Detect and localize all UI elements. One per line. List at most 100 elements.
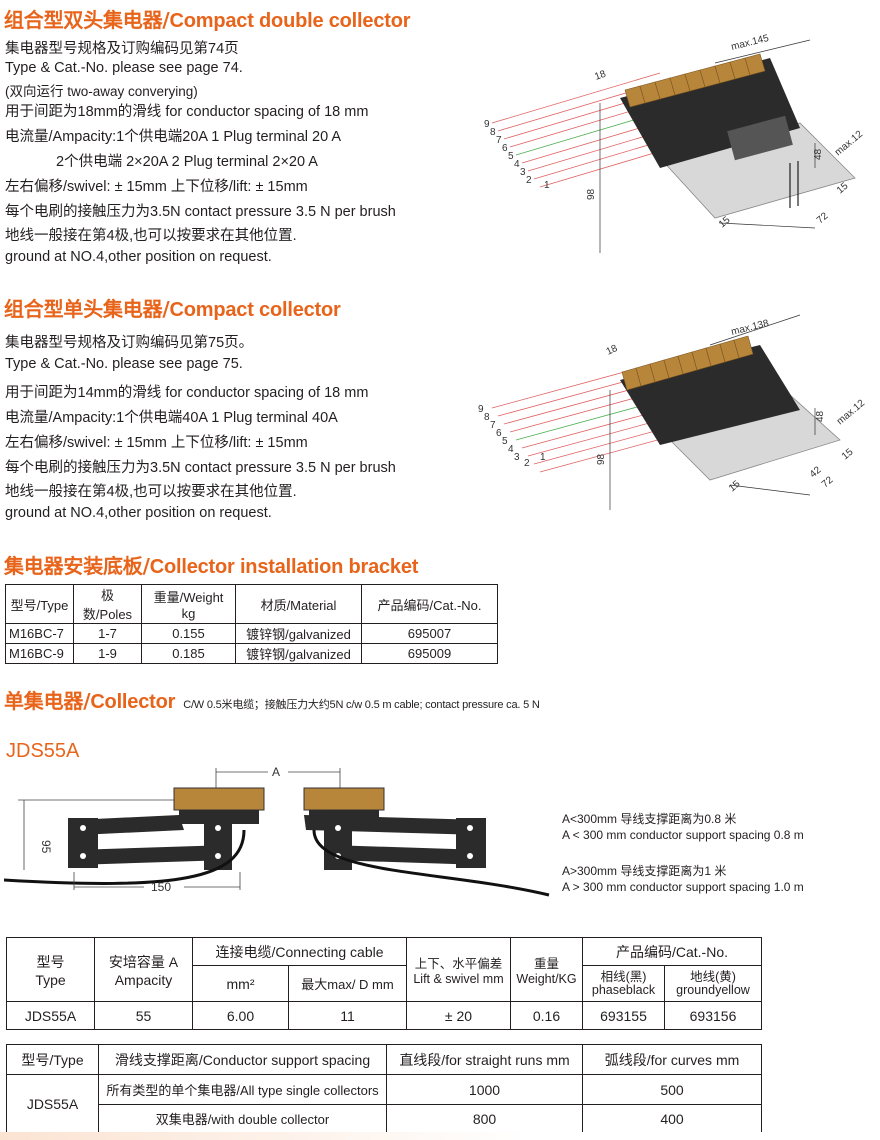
- table-cell: 800: [386, 1104, 583, 1133]
- table-cell: JDS55A: [6, 1001, 95, 1030]
- table-cell: 695007: [361, 623, 498, 644]
- header-type-en: Type: [35, 971, 66, 988]
- collector-note: C/W 0.5米电缆；接触压力大约5N c/w 0.5 m cable; con…: [183, 699, 540, 711]
- table-cell: 所有类型的单个集电器/All type single collectors: [98, 1074, 387, 1105]
- spacing-note: A<300mm 导线支撑距离为0.8 米: [562, 812, 737, 826]
- pole-label: 5: [508, 151, 514, 162]
- s1-line: (双向运行 two-away converying): [5, 84, 198, 99]
- pole-label: 4: [508, 444, 514, 455]
- bottom-band: [0, 1132, 880, 1140]
- table-row: M16BC-9 1-9 0.185 镀锌钢/galvanized 695009: [5, 643, 498, 664]
- compact-double-collector-drawing: 9 8 7 6 5 4 3 2 1 max.145 18 98: [484, 33, 865, 253]
- s1-line: 电流量/Ampacity:1个供电端20A 1 Plug terminal 20…: [5, 129, 342, 145]
- pole-label: 8: [490, 127, 496, 138]
- s2-line: Type & Cat.-No. please see page 75.: [5, 356, 243, 372]
- pole-label: 8: [484, 412, 490, 423]
- header-cell: 弧线段/for curves mm: [582, 1044, 762, 1075]
- header-lift-cn: 上下、水平偏差: [414, 957, 503, 971]
- table-header-row: 型号 Type 安培容量 A Ampacity 连接电缆/Connecting …: [6, 937, 762, 1002]
- header-cell: 滑线支撑距离/Conductor support spacing: [98, 1044, 387, 1075]
- pole-label: 4: [514, 159, 520, 170]
- section-title-collector: 单集电器/Collector C/W 0.5米电缆；接触压力大约5N c/w 0.…: [4, 685, 540, 714]
- dim-spacing: 18: [593, 69, 608, 83]
- header-weight-cn: 重量: [533, 957, 559, 971]
- header-cell: 产品编码/Cat.-No.: [361, 584, 498, 624]
- header-phase-cn: 相线(黑): [600, 969, 647, 984]
- s2-line: 集电器型号规格及订购编码见第75页。: [5, 335, 254, 351]
- pole-label: 1: [540, 452, 546, 463]
- s2-line: 左右偏移/swivel: ± 15mm 上下位移/lift: ± 15mm: [5, 435, 308, 451]
- s1-line: Type & Cat.-No. please see page 74.: [5, 60, 243, 76]
- dim-spacing: 18: [605, 343, 620, 358]
- header-ground-cn: 地线(黄): [690, 969, 736, 984]
- header-cell: 重量 Weight/KG: [510, 937, 583, 1002]
- table-cell: 0.16: [510, 1001, 583, 1030]
- pole-label: 6: [502, 143, 508, 154]
- dim-15b: 15: [727, 478, 743, 494]
- dim-w: 150: [151, 880, 171, 894]
- header-cell: 材质/Material: [235, 584, 362, 624]
- s1-line: 2个供电端 2×20A 2 Plug terminal 2×20 A: [56, 154, 318, 170]
- dim-15a: 15: [840, 446, 856, 462]
- table-cell: JDS55A: [6, 1074, 99, 1133]
- s2-line: 地线一般接在第4极,也可以按要求在其他位置.: [5, 484, 297, 500]
- title-en: Collector: [90, 691, 176, 713]
- pole-label: 2: [526, 175, 532, 186]
- s2-line: 电流量/Ampacity:1个供电端40A 1 Plug terminal 40…: [5, 410, 338, 426]
- s2-line: 用于间距为14mm的滑线 for conductor spacing of 18…: [5, 385, 369, 401]
- table-row: M16BC-7 1-7 0.155 镀锌钢/galvanized 695007: [5, 623, 498, 644]
- dim-42: 42: [808, 464, 824, 480]
- table-cell: 镀锌钢/galvanized: [235, 623, 362, 644]
- dim-72: 72: [815, 210, 831, 226]
- header-cell: 产品编码/Cat.-No.: [582, 937, 762, 966]
- title-cn: 单集电器/: [4, 689, 91, 713]
- pole-label: 3: [520, 167, 526, 178]
- bracket-table: 型号/Type 极数/Poles 重量/Weight kg 材质/Materia…: [5, 584, 498, 664]
- header-cell: 相线(黑) phaseblack: [582, 965, 665, 1002]
- header-type-cn: 型号: [36, 953, 65, 970]
- s1-line: 每个电刷的接触压力为3.5N contact pressure 3.5 N pe…: [5, 204, 396, 220]
- dim-h: 95: [39, 840, 53, 854]
- section-title-installation-bracket: 集电器安装底板/Collector installation bracket: [4, 550, 418, 579]
- pole-label: 9: [478, 404, 484, 415]
- s2-line: ground at NO.4,other position on request…: [5, 505, 272, 521]
- table-cell: 6.00: [192, 1001, 289, 1030]
- compact-collector-drawing: 9 8 7 6 5 4 3 2 1 max.138 18 98 48 max.1…: [478, 314, 868, 510]
- section-title-compact-collector: 组合型单头集电器/Compact collector: [4, 293, 341, 322]
- table-cell: 双集电器/with double collector: [98, 1104, 387, 1133]
- header-cell: 上下、水平偏差 Lift & swivel mm: [406, 937, 511, 1002]
- pole-label: 1: [544, 180, 550, 191]
- table-cell: 500: [582, 1074, 762, 1105]
- pole-label: 2: [524, 458, 530, 469]
- s1-line: 用于间距为18mm的滑线 for conductor spacing of 18…: [5, 104, 369, 120]
- header-amp-cn: 安培容量 A: [108, 953, 179, 970]
- spacing-note: A < 300 mm conductor support spacing 0.8…: [562, 828, 804, 842]
- table-header-row: 型号/Type 滑线支撑距离/Conductor support spacing…: [6, 1044, 762, 1075]
- title-en: Collector installation bracket: [149, 556, 419, 578]
- table-cell: 693156: [664, 1001, 762, 1030]
- header-phase-en: phaseblack: [591, 982, 656, 997]
- pole-label: 7: [490, 420, 496, 431]
- dim-a: A: [272, 765, 280, 779]
- dim-height: 98: [596, 453, 607, 465]
- header-amp-en: Ampacity: [114, 971, 173, 988]
- model-label: JDS55A: [6, 740, 80, 762]
- table-row: JDS55A 55 6.00 11 ± 20 0.16 693155 69315…: [6, 1001, 762, 1030]
- header-cell: 最大max/ D mm: [288, 965, 407, 1002]
- header-lift-en: Lift & swivel mm: [413, 972, 504, 986]
- table-cell: 镀锌钢/galvanized: [235, 643, 362, 664]
- table-cell: ± 20: [406, 1001, 511, 1030]
- header-weight-en: Weight/KG: [516, 972, 577, 986]
- jds-spec-table: 型号 Type 安培容量 A Ampacity 连接电缆/Connecting …: [6, 937, 762, 1030]
- header-cell: 极数/Poles: [73, 584, 142, 624]
- header-cell: mm²: [192, 965, 289, 1002]
- header-cell: 直线段/for straight runs mm: [386, 1044, 583, 1075]
- table-cell: 11: [288, 1001, 407, 1030]
- dim-max12: max.12: [835, 398, 868, 428]
- title-cn: 集电器安装底板/: [4, 554, 150, 578]
- title-en: Compact double collector: [169, 10, 411, 32]
- title-en: Compact collector: [169, 299, 341, 321]
- spacing-note: A > 300 mm conductor support spacing 1.0…: [562, 880, 804, 894]
- table-header-row: 型号/Type 极数/Poles 重量/Weight kg 材质/Materia…: [5, 584, 498, 624]
- header-cell: 型号 Type: [6, 937, 95, 1002]
